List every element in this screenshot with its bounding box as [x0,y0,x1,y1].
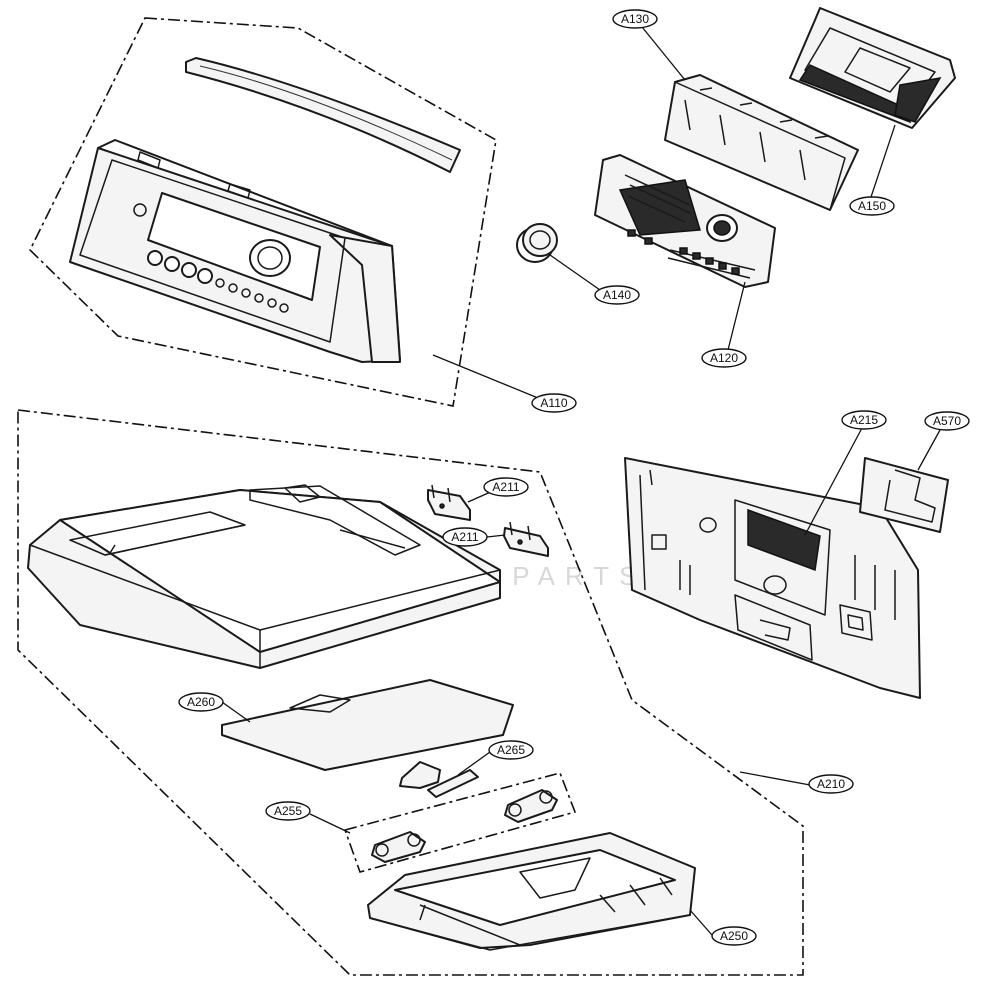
callout-a210: A210 [808,774,854,794]
hinge-bracket-a211-bottom [503,521,549,557]
subgroup-a255-boundary [343,772,577,873]
svg-text:A570: A570 [933,414,961,428]
pcb-cover-a130 [664,74,859,211]
hinge-a255-left [371,831,426,863]
assembly-a110-boundary [29,17,497,407]
control-panel-a110 [69,57,461,363]
rear-panel-a215 [624,457,921,699]
hinge-bracket-a211-top [427,484,471,521]
callout-a255: A255 [265,801,311,821]
svg-text:A215: A215 [850,413,878,427]
callout-a211-bottom: A211 [442,527,488,547]
knob-a140 [516,223,558,263]
callout-a215: A215 [841,410,887,430]
svg-text:A210: A210 [817,777,845,791]
power-button-icon [133,203,147,217]
callout-a130: A130 [612,9,658,29]
svg-text:A255: A255 [274,804,302,818]
pcb-buttons [627,229,740,275]
panel-trim-strip [185,57,461,173]
callout-a120: A120 [701,348,747,368]
panel-buttons [147,250,289,313]
svg-text:A211: A211 [451,530,478,544]
svg-text:A120: A120 [710,351,738,365]
callout-a570: A570 [924,411,970,431]
bracket-a150 [789,7,956,129]
assembly-a210-boundary [17,409,804,976]
svg-text:A130: A130 [621,12,649,26]
plate-a570 [859,457,949,533]
callout-a265: A265 [488,740,534,760]
lid-frame-a250 [367,832,696,951]
top-cover [27,484,501,669]
svg-text:A110: A110 [540,396,567,410]
hinge-a255-right [504,789,558,823]
latch-a265 [399,761,479,798]
callout-a260: A260 [178,692,224,712]
svg-text:A150: A150 [858,199,886,213]
callout-a250: A250 [711,926,757,946]
callout-a150: A150 [849,196,895,216]
callout-a110: A110 [531,393,577,413]
svg-text:A250: A250 [720,929,748,943]
svg-text:A211: A211 [492,480,519,494]
callout-a211-top: A211 [483,477,529,497]
main-pcb-a120 [594,154,776,288]
svg-text:A140: A140 [603,288,631,302]
callout-a140: A140 [594,285,640,305]
svg-text:A265: A265 [497,743,525,757]
panel-knob-ring [249,239,291,277]
svg-text:A260: A260 [187,695,215,709]
lid-panel-a260 [221,679,514,771]
